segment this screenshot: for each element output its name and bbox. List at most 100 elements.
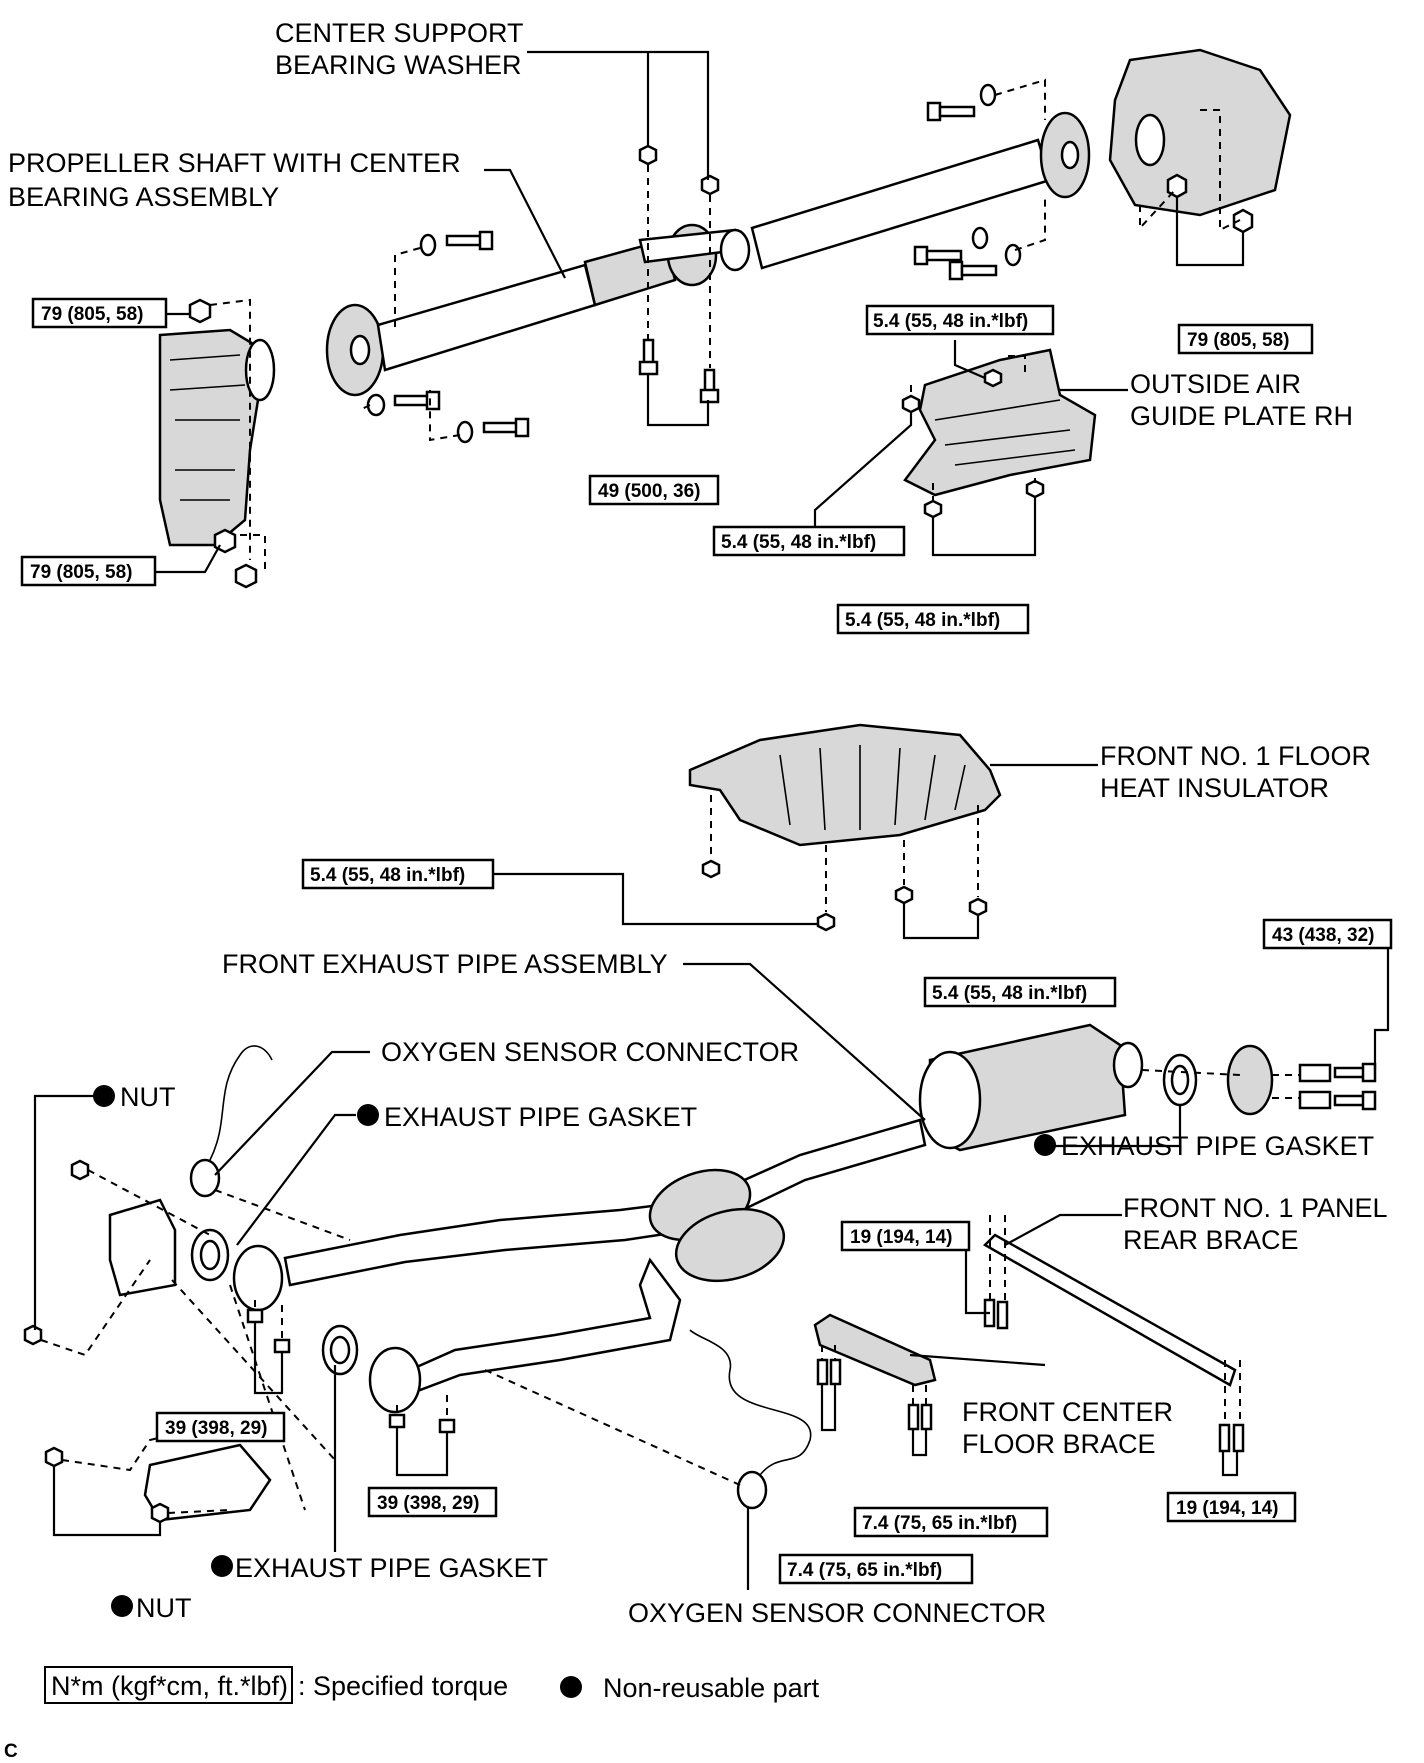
upper-pipe-flange xyxy=(232,1244,284,1312)
torque-79-b: 79 (805, 58) xyxy=(20,555,157,587)
front-shaft-tube xyxy=(376,263,597,372)
svg-text:79 (805, 58): 79 (805, 58) xyxy=(41,304,143,325)
washer-icon xyxy=(456,420,474,444)
nut-icon xyxy=(923,499,943,519)
label-outside-air-1: OUTSIDE AIR xyxy=(1130,369,1301,399)
bolt-icon xyxy=(920,1403,933,1431)
bolt-head-icon xyxy=(478,230,494,251)
bolt-icon xyxy=(1333,1094,1367,1107)
torque-79-c: 79 (805, 58) xyxy=(1177,323,1314,355)
bolt-head-icon xyxy=(913,245,929,266)
bolt-icon xyxy=(996,1300,1009,1330)
propeller-shaft-group xyxy=(158,48,1292,589)
torque-39-b: 39 (398, 29) xyxy=(367,1486,498,1518)
nut-icon xyxy=(234,563,258,589)
exhaust-pipe-group xyxy=(23,1023,1377,1524)
non-reusable-markers xyxy=(93,1085,1056,1617)
nut-icon xyxy=(70,1159,90,1181)
washer-icon xyxy=(419,233,437,257)
legend-torque-desc: : Specified torque xyxy=(298,1671,508,1701)
label-nut-bottom: NUT xyxy=(136,1593,192,1623)
rear-shaft-tube xyxy=(750,138,1052,270)
bolt-icon xyxy=(393,394,431,407)
spring-icon xyxy=(1298,1090,1332,1110)
non-reusable-dot-icon xyxy=(93,1085,115,1107)
label-rear-brace-1: FRONT NO. 1 PANEL xyxy=(1123,1193,1388,1223)
lower-exhaust-pipe xyxy=(408,1257,682,1392)
torque-54-b: 5.4 (55, 48 in.*lbf) xyxy=(712,525,906,557)
bolt-icon xyxy=(907,1403,920,1431)
label-center-support-2: BEARING WASHER xyxy=(275,50,522,80)
washer-icon xyxy=(700,174,720,196)
label-rear-brace-2: REAR BRACE xyxy=(1123,1225,1299,1255)
torque-39-a: 39 (398, 29) xyxy=(155,1411,286,1443)
bolt-icon xyxy=(938,105,976,118)
washer-icon xyxy=(638,144,658,166)
oxygen-sensor-wire xyxy=(689,1329,812,1476)
bolt-head-icon xyxy=(926,101,942,122)
nut-icon xyxy=(701,859,721,879)
nut-icon xyxy=(44,1446,64,1468)
front-dash-lines xyxy=(209,247,461,575)
lower-pipe-flange xyxy=(368,1346,422,1414)
svg-text:19 (194, 14): 19 (194, 14) xyxy=(1176,1498,1278,1519)
non-reusable-dot-icon xyxy=(1034,1134,1056,1156)
nut-icon xyxy=(150,1502,170,1524)
bolt-head-icon xyxy=(1361,1062,1377,1083)
corner-mark: C xyxy=(4,1741,18,1762)
svg-text:5.4 (55, 48 in.*lbf): 5.4 (55, 48 in.*lbf) xyxy=(873,311,1028,332)
washer-icon xyxy=(979,83,997,107)
svg-text:79 (805, 58): 79 (805, 58) xyxy=(1187,330,1289,351)
torque-19-b: 19 (194, 14) xyxy=(1166,1491,1297,1523)
transmission-detail xyxy=(169,354,246,501)
svg-text:39 (398, 29): 39 (398, 29) xyxy=(377,1493,479,1514)
label-propeller-shaft-1: PROPELLER SHAFT WITH CENTER xyxy=(8,148,461,178)
nut-icon xyxy=(1025,479,1045,499)
oxygen-sensor-wire xyxy=(209,1045,273,1161)
bolt-head-icon xyxy=(699,388,720,404)
label-gasket-bottom: EXHAUST PIPE GASKET xyxy=(235,1553,548,1583)
bolt-head-icon xyxy=(246,1308,264,1324)
front-bolt-set xyxy=(188,230,530,589)
label-front-exhaust-pipe: FRONT EXHAUST PIPE ASSEMBLY xyxy=(222,949,668,979)
differential-housing xyxy=(1108,48,1292,217)
label-gasket-top: EXHAUST PIPE GASKET xyxy=(384,1102,697,1132)
label-center-support-1: CENTER SUPPORT xyxy=(275,18,524,48)
heat-insulator-group xyxy=(493,723,1098,940)
bolt-icon xyxy=(445,234,485,247)
non-reusable-dot-icon xyxy=(111,1595,133,1617)
oxygen-sensor-icon xyxy=(736,1470,768,1510)
legend-torque-box xyxy=(44,1666,293,1704)
torque-74-a: 7.4 (75, 65 in.*lbf) xyxy=(853,1506,1049,1538)
bolt-icon xyxy=(960,264,998,277)
nut-icon xyxy=(983,368,1003,388)
lower-catalytic-converter xyxy=(674,1207,786,1283)
label-floor-brace-1: FRONT CENTER xyxy=(962,1397,1173,1427)
svg-text:49 (500, 36): 49 (500, 36) xyxy=(598,481,700,502)
gasket-hole xyxy=(1170,1064,1190,1096)
svg-text:43 (438, 32): 43 (438, 32) xyxy=(1272,925,1374,946)
nut-icon xyxy=(188,298,212,324)
label-outside-air-2: GUIDE PLATE RH xyxy=(1130,401,1353,431)
non-reusable-dot-icon xyxy=(357,1104,379,1126)
svg-text:7.4 (75, 65 in.*lbf): 7.4 (75, 65 in.*lbf) xyxy=(787,1560,942,1581)
bolt-head-icon xyxy=(514,417,530,438)
washer-icon xyxy=(971,226,989,250)
bottom-leader-lines xyxy=(33,946,1390,1590)
bolt-icon xyxy=(829,1358,842,1386)
upper-manifold-stub xyxy=(108,1198,177,1297)
nut-icon xyxy=(894,885,914,905)
svg-text:19 (194, 14): 19 (194, 14) xyxy=(850,1227,952,1248)
torque-43: 43 (438, 32) xyxy=(1262,918,1393,950)
torque-54-a: 5.4 (55, 48 in.*lbf) xyxy=(865,304,1055,336)
part-labels: CENTER SUPPORT BEARING WASHER PROPELLER … xyxy=(8,18,1388,1628)
bolt-head-icon xyxy=(638,360,659,376)
front-center-floor-brace xyxy=(813,1313,937,1387)
oxygen-sensor-icon xyxy=(189,1158,221,1198)
bolt-head-icon xyxy=(1361,1090,1377,1111)
rear-pipe-flange xyxy=(1226,1044,1274,1116)
lower-manifold-stub xyxy=(143,1443,272,1522)
non-reusable-dot-icon xyxy=(211,1555,233,1577)
gasket-hole xyxy=(199,1239,221,1271)
bolt-icon xyxy=(1333,1066,1367,1079)
